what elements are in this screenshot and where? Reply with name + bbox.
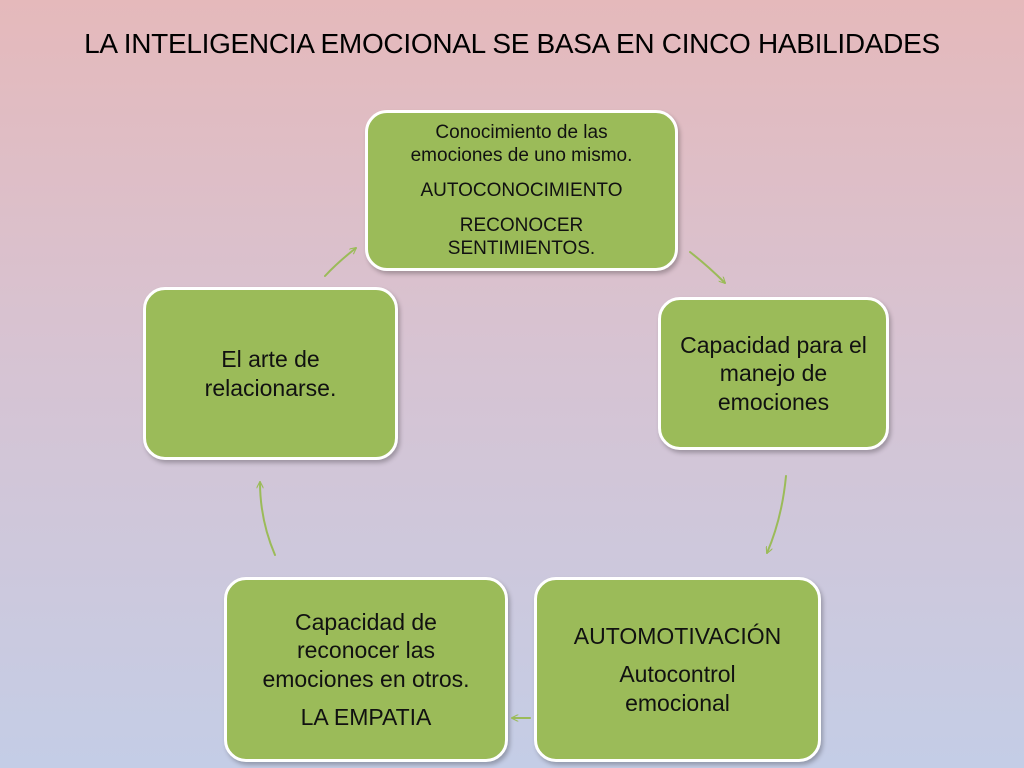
node-empatia: Capacidad de reconocer las emociones en … bbox=[224, 577, 508, 762]
node-empatia-label: LA EMPATIA bbox=[300, 703, 432, 730]
arrow-bottom-left-to-left bbox=[260, 481, 276, 556]
node-automotivacion: AUTOMOTIVACIÓN Autocontrol emocional bbox=[534, 577, 821, 762]
arrow-right-to-bottom-right bbox=[767, 475, 787, 553]
node-autoconocimiento: Conocimiento de las emociones de uno mis… bbox=[365, 110, 678, 271]
node-relacionarse-text: El arte de relacionarse. bbox=[204, 346, 337, 401]
node-autocontrol-text: Autocontrol emocional bbox=[619, 661, 736, 716]
node-autoconocimiento-label: AUTOCONOCIMIENTO bbox=[420, 179, 623, 201]
node-autoconocimiento-text: Conocimiento de las emociones de uno mis… bbox=[410, 121, 633, 166]
node-empatia-text: Capacidad de reconocer las emociones en … bbox=[262, 609, 470, 692]
arrow-left-to-top bbox=[324, 248, 356, 277]
node-manejo-emociones: Capacidad para el manejo de emociones bbox=[658, 297, 889, 450]
node-reconocer-sentimientos: RECONOCER SENTIMIENTOS. bbox=[447, 215, 596, 260]
node-automotivacion-label: AUTOMOTIVACIÓN bbox=[573, 623, 782, 650]
slide-title: LA INTELIGENCIA EMOCIONAL SE BASA EN CIN… bbox=[84, 28, 940, 59]
node-manejo-emociones-text: Capacidad para el manejo de emociones bbox=[680, 332, 867, 415]
arrow-top-to-right bbox=[689, 251, 725, 283]
node-relacionarse: El arte de relacionarse. bbox=[143, 287, 398, 460]
